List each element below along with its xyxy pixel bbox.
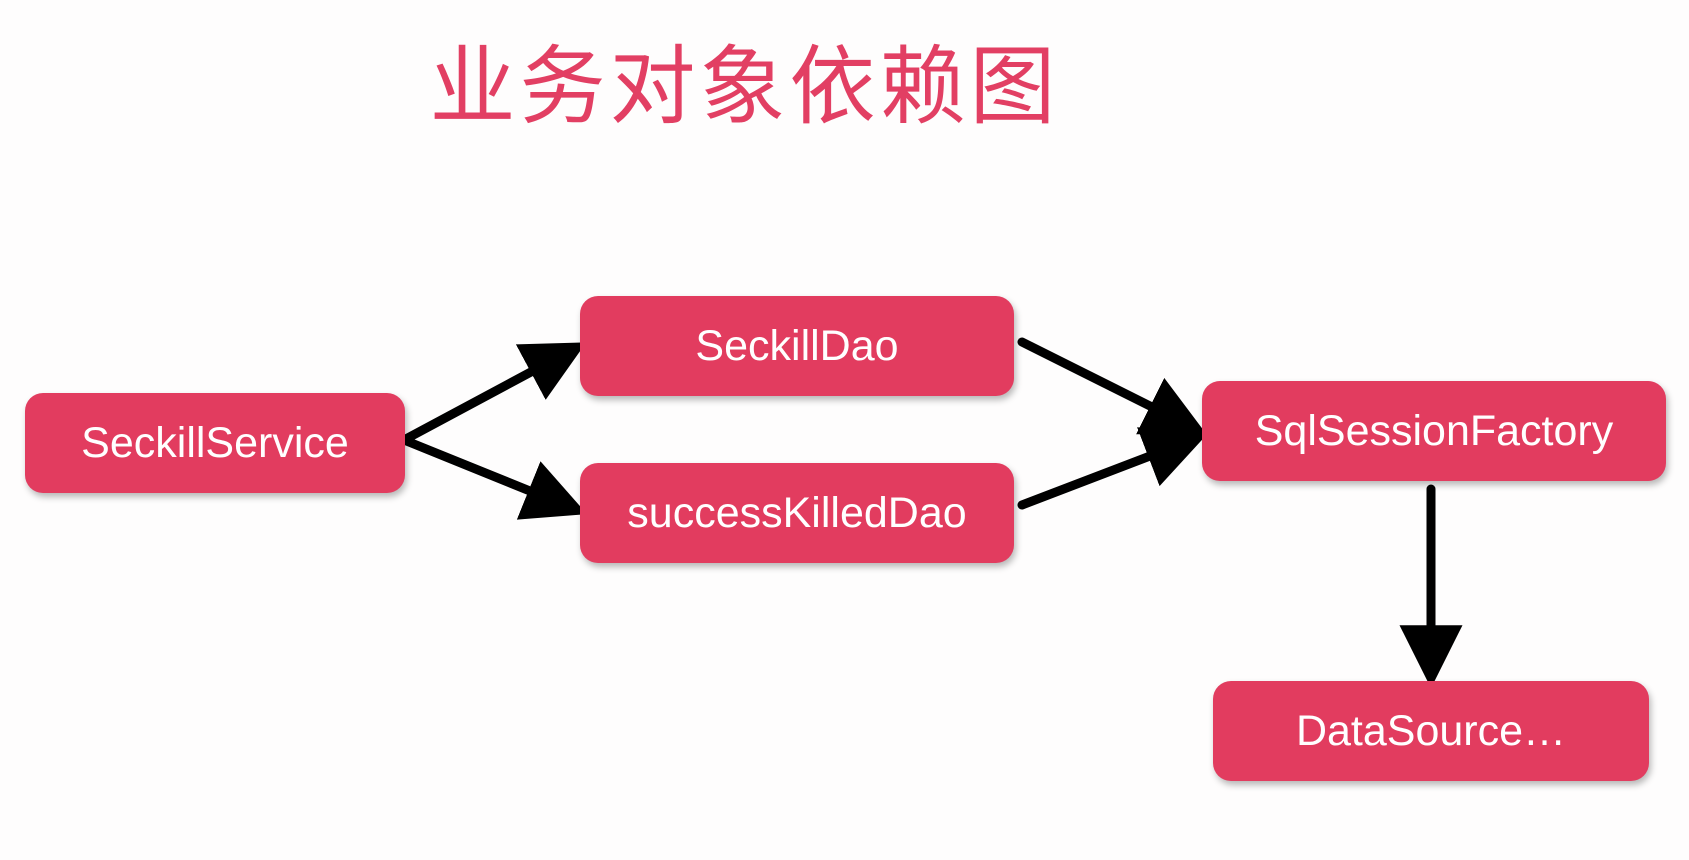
node-label: successKilledDao: [627, 488, 967, 537]
node-seckill-dao: SeckillDao: [580, 296, 1014, 396]
node-success-killed-dao: successKilledDao: [580, 463, 1014, 563]
arrow-seckill-dao-to-sql-session-factory: [1017, 337, 1207, 435]
diagram-title: 业务对象依赖图: [429, 37, 1060, 137]
node-seckill-service: SeckillService: [25, 393, 405, 493]
arrow-success-killed-dao-to-sql-session-factory: [1017, 427, 1208, 510]
node-datasource: DataSource…: [1213, 681, 1649, 781]
node-sql-session-factory: SqlSessionFactory: [1202, 381, 1666, 481]
node-label: DataSource…: [1295, 706, 1567, 755]
arrow-service-to-seckill-dao: [399, 342, 587, 445]
arrow-service-to-success-killed-dao: [399, 435, 588, 520]
node-label: SeckillDao: [695, 321, 899, 370]
node-label: SeckillService: [81, 418, 349, 467]
node-label: SqlSessionFactory: [1254, 406, 1614, 455]
